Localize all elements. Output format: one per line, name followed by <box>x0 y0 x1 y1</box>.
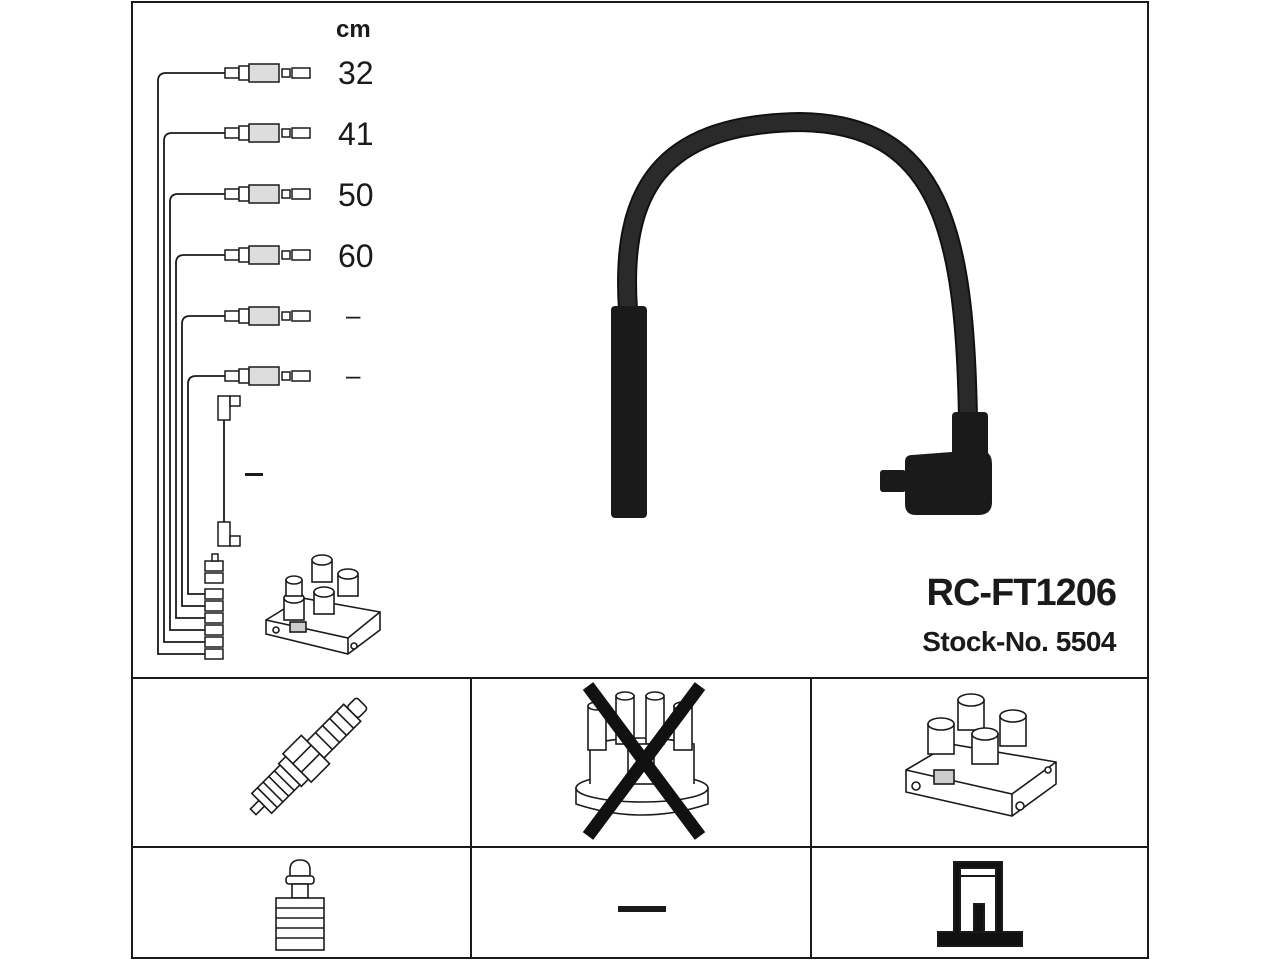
ignition-cable-illustration <box>611 111 992 518</box>
lead-connector-4 <box>224 245 311 265</box>
cable-length-4: 60 <box>338 238 374 274</box>
angled-boot-elbow <box>905 450 992 515</box>
coil-lead-top-boot <box>217 395 241 421</box>
divider-horizontal-bottom <box>131 846 1149 848</box>
terminal-stack <box>204 553 224 660</box>
lead-line-4 <box>175 254 225 619</box>
cable-length-5: – <box>346 300 361 330</box>
lead-line-1 <box>157 72 225 655</box>
cable-length-6: – <box>346 360 361 390</box>
cable-set-schematic <box>157 63 311 660</box>
lead-line-3 <box>169 193 225 631</box>
plug-terminal-icon <box>275 859 325 951</box>
cap-terminal-not-applicable: – <box>618 906 666 912</box>
divider-vertical-right <box>810 677 812 959</box>
cable-length-1: 32 <box>338 55 374 91</box>
lead-line-6 <box>187 375 225 595</box>
coil-lead-bottom-boot <box>217 521 241 547</box>
divider-horizontal-top <box>131 677 1149 679</box>
stock-number: Stock-No. 5504 <box>922 626 1116 657</box>
angled-boot-terminal <box>880 470 906 492</box>
ignition-coil-icon <box>905 693 1057 817</box>
cable-length-2: 41 <box>338 116 374 152</box>
lead-connector-2 <box>224 123 311 143</box>
divider-vertical-left <box>470 677 472 959</box>
distributor-cap-icon <box>575 682 709 840</box>
angled-boot-top <box>952 412 988 460</box>
lead-line-2 <box>163 132 225 643</box>
lead-connector-6 <box>224 366 311 386</box>
diagram-frame <box>131 1 1149 959</box>
coil-pack-small-icon <box>265 554 381 655</box>
lead-connector-1 <box>224 63 311 83</box>
part-number: RC-FT1206 <box>926 572 1117 614</box>
lead-connector-3 <box>224 184 311 204</box>
cable-length-3: 50 <box>338 177 374 213</box>
lead-connector-5 <box>224 306 311 326</box>
unit-label: cm <box>336 16 371 43</box>
lead-line-5 <box>181 315 225 607</box>
spark-plug-icon <box>249 697 368 816</box>
straight-plug-boot <box>611 306 647 518</box>
coil-terminal-icon <box>937 861 1023 947</box>
coil-lead-length: – <box>245 473 263 476</box>
not-applicable-cross-icon <box>582 682 706 840</box>
